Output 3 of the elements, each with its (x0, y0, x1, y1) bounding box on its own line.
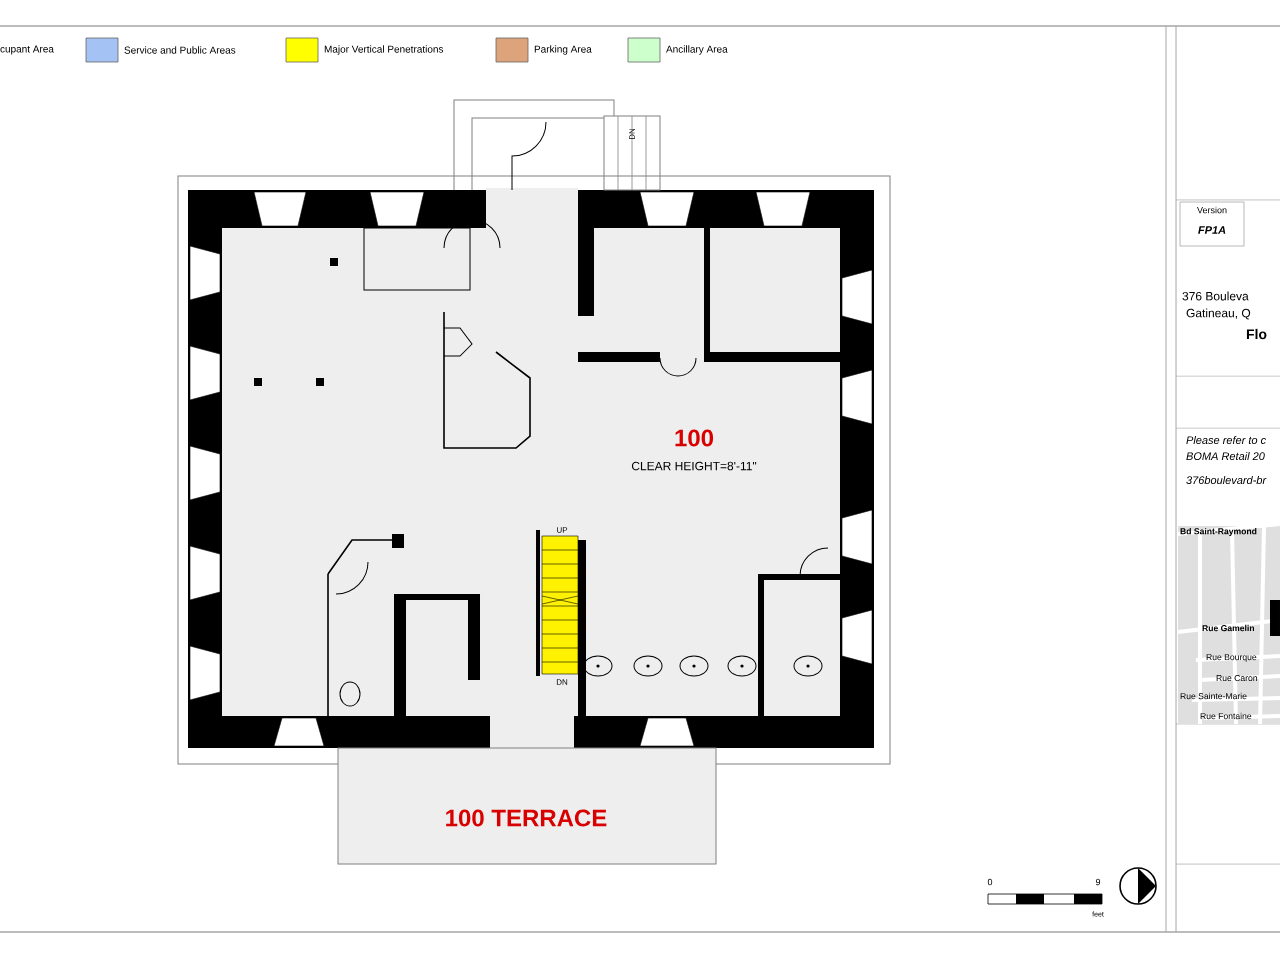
room-number: 100 (675, 429, 714, 447)
room-label: 100 TERRACE (446, 809, 607, 827)
version-box (1179, 201, 1245, 247)
